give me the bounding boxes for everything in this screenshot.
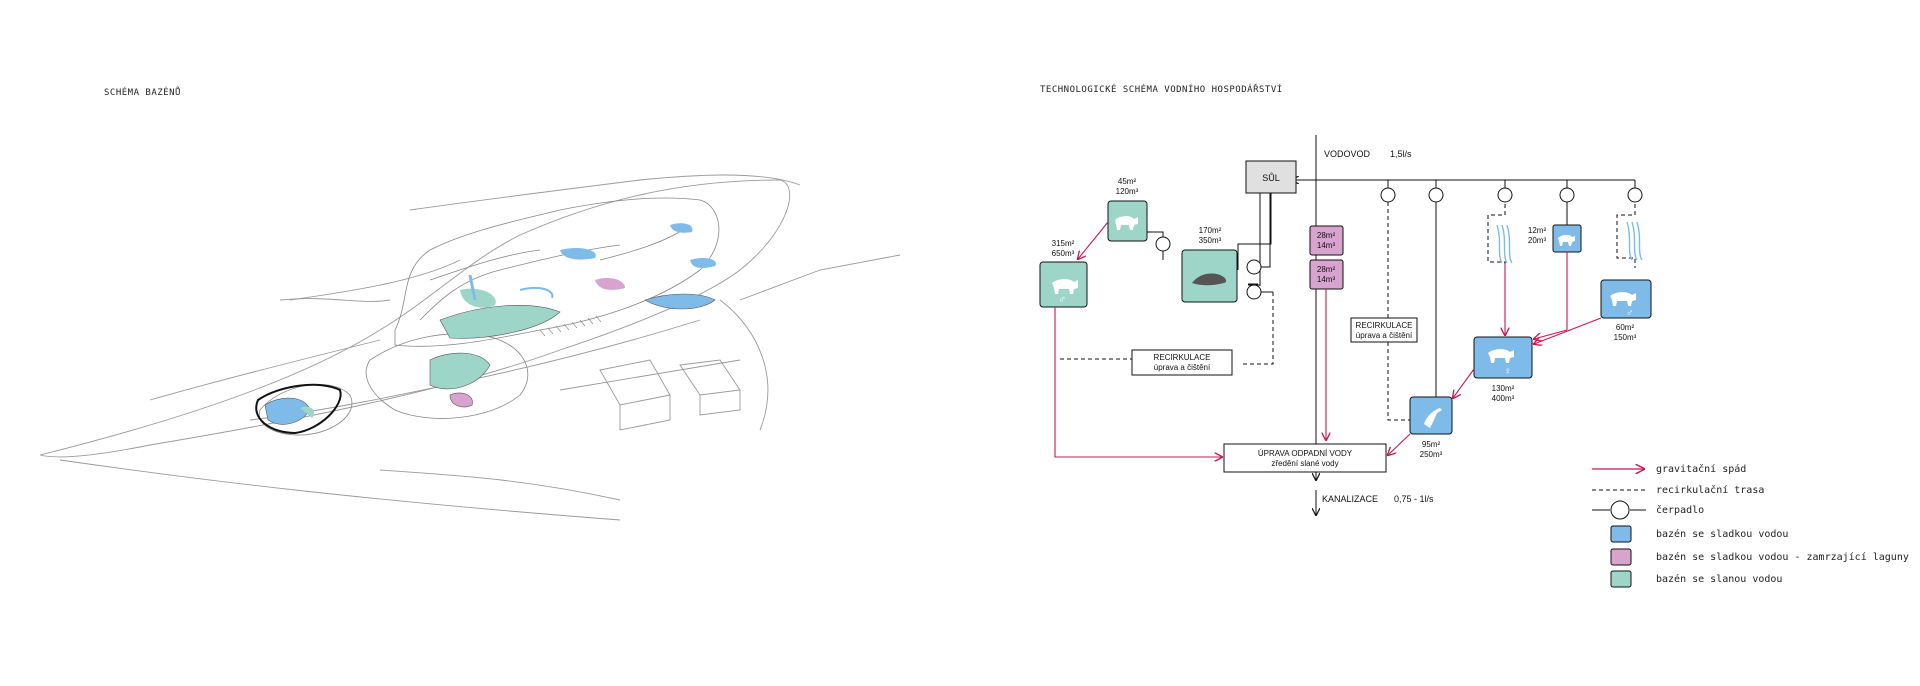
svg-text:170m²: 170m²: [1199, 226, 1222, 235]
waterfall-icon: [1496, 224, 1513, 264]
lagoon-a: 28m² 14m³: [1309, 225, 1344, 256]
svg-text:20m³: 20m³: [1528, 236, 1547, 245]
svg-text:650m³: 650m³: [1052, 249, 1075, 258]
svg-text:315m²: 315m²: [1052, 239, 1075, 248]
pool-315: ♂ 315m² 650m³: [1039, 239, 1088, 308]
pumps: [1155, 187, 1643, 300]
svg-text:RECIRKULACE: RECIRKULACE: [1154, 353, 1211, 362]
salt-box: [1245, 160, 1297, 194]
wastewater-treatment-box: [1223, 443, 1387, 473]
waterfall-icon: [1626, 221, 1643, 261]
svg-text:14m³: 14m³: [1317, 275, 1336, 284]
svg-text:28m²: 28m²: [1317, 265, 1336, 274]
site-outline: [39, 174, 901, 521]
svg-text:130m²: 130m²: [1492, 384, 1515, 393]
svg-text:ÚPRAVA ODPADNÍ VODY: ÚPRAVA ODPADNÍ VODY: [1258, 449, 1353, 458]
svg-text:45m²: 45m²: [1118, 177, 1137, 186]
vodovod-label: VODOVOD: [1324, 149, 1371, 159]
svg-text:gravitační spád: gravitační spád: [1656, 463, 1746, 475]
svg-text:RECIRKULACE: RECIRKULACE: [1356, 321, 1413, 330]
recirc-left-box: [1131, 349, 1233, 376]
polar-bear-icon: [1115, 216, 1138, 230]
male-mark: ♂: [1058, 294, 1066, 306]
left-panel-title: SCHÉMA BAZÉNŮ: [104, 88, 181, 98]
recirc-right-box: [1350, 317, 1418, 343]
polar-bear-icon: [1610, 292, 1636, 306]
svg-text:400m³: 400m³: [1492, 394, 1515, 403]
svg-text:úprava a čištění: úprava a čištění: [1356, 331, 1413, 340]
pump-icon: [1497, 187, 1513, 203]
svg-text:recirkulační trasa: recirkulační trasa: [1656, 484, 1764, 496]
pool-170: 170m² 350m³: [1181, 226, 1238, 303]
svg-text:♂: ♂: [1626, 308, 1634, 319]
legend-freshwater-swatch: [1610, 525, 1632, 543]
recirculation-routes: [1060, 202, 1636, 421]
legend: gravitační spád recirkulační trasa čerpa…: [1592, 463, 1909, 588]
pump-icon: [1246, 284, 1262, 300]
vodovod-flow: 1,5l/s: [1390, 149, 1412, 159]
pools-on-plan: [264, 223, 716, 425]
highlighted-boundary: [255, 383, 342, 435]
pump-icon: [1246, 259, 1262, 275]
polar-bear-icon: [1558, 234, 1575, 246]
svg-text:zředění slané vody: zředění slané vody: [1271, 459, 1338, 468]
polar-bear-icon: [1052, 279, 1078, 294]
pool-12: 12m² 20m³: [1528, 224, 1582, 253]
polar-bear-icon: [1488, 349, 1514, 363]
gravity-flow-lines: [1054, 221, 1602, 457]
pump-icon: [1428, 187, 1444, 203]
kanalizace-flow: 0,75 - 1l/s: [1394, 494, 1434, 504]
legend-pump-icon: [1610, 500, 1630, 520]
svg-text:28m²: 28m²: [1317, 231, 1336, 240]
site-plan-drawing: [39, 174, 901, 521]
pump-icon: [1380, 187, 1396, 203]
svg-text:14m³: 14m³: [1317, 241, 1336, 250]
svg-text:bazén se sladkou vodou - zamrz: bazén se sladkou vodou - zamrzající lagu…: [1656, 551, 1909, 563]
pump-icon: [1627, 187, 1643, 203]
legend-lagoon-swatch: [1610, 548, 1632, 566]
svg-text:350m³: 350m³: [1199, 236, 1222, 245]
svg-text:120m³: 120m³: [1116, 187, 1139, 196]
pool-130: ♀ 130m² 400m³: [1473, 336, 1533, 403]
svg-text:bazén se slanou vodou: bazén se slanou vodou: [1656, 573, 1782, 585]
fence-hatching: [539, 315, 602, 337]
svg-text:čerpadlo: čerpadlo: [1656, 504, 1704, 516]
pool-95: 95m² 250m³: [1409, 396, 1453, 459]
salt-label: SŮL: [1262, 172, 1280, 183]
svg-text:150m³: 150m³: [1614, 333, 1637, 342]
bird-icon: [1424, 408, 1442, 428]
svg-text:12m²: 12m²: [1528, 226, 1547, 235]
svg-text:250m³: 250m³: [1420, 450, 1443, 459]
svg-text:♀: ♀: [1504, 366, 1512, 377]
svg-text:bazén se sladkou vodou: bazén se sladkou vodou: [1656, 528, 1788, 540]
right-panel-title: TECHNOLOGICKÉ SCHÉMA VODNÍHO HOSPODÁŘSTV…: [1040, 85, 1283, 95]
legend-saltwater-swatch: [1610, 570, 1632, 588]
svg-text:úprava a čištění: úprava a čištění: [1154, 363, 1211, 372]
svg-text:95m²: 95m²: [1422, 440, 1441, 449]
pool-60: ♂ 60m² 150m³: [1600, 279, 1652, 342]
pool-45: 45m² 120m³: [1107, 177, 1148, 242]
svg-text:60m²: 60m²: [1616, 323, 1635, 332]
lagoon-b: 28m² 14m³: [1309, 259, 1344, 290]
seal-icon: [1192, 273, 1227, 286]
kanalizace-label: KANALIZACE: [1322, 494, 1378, 504]
pump-icon: [1155, 236, 1171, 252]
pump-icon: [1559, 187, 1575, 203]
